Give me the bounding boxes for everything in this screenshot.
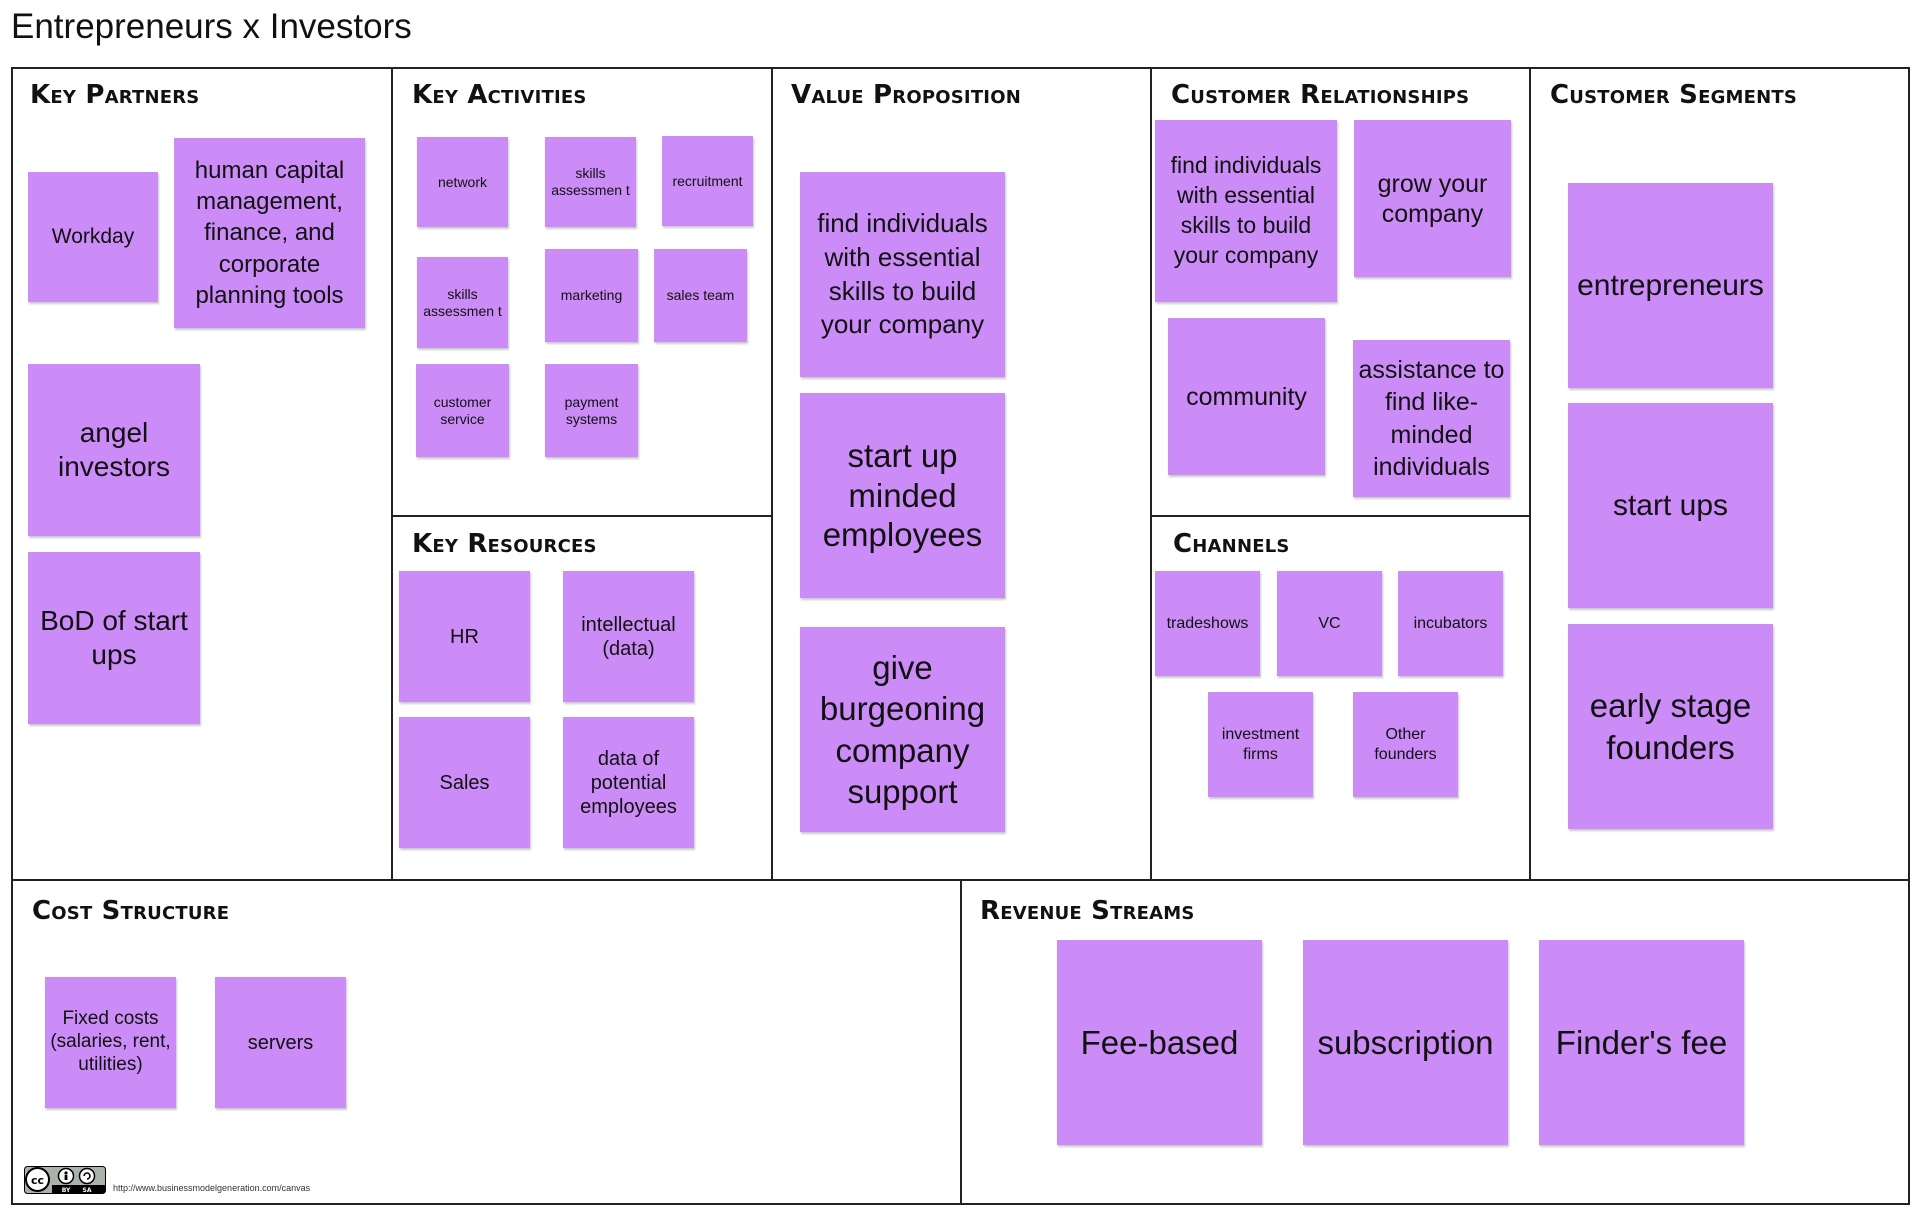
svg-text:cc: cc	[31, 1174, 44, 1187]
sticky-note[interactable]: data of potential employees	[563, 717, 694, 848]
sticky-note[interactable]: BoD of start ups	[28, 552, 200, 724]
sticky-note[interactable]: Other founders	[1353, 692, 1458, 797]
sticky-note[interactable]: subscription	[1303, 940, 1508, 1145]
sticky-note[interactable]: Finder's fee	[1539, 940, 1744, 1145]
sticky-note[interactable]: intellectual (data)	[563, 571, 694, 702]
sticky-note[interactable]: human capital management, finance, and c…	[174, 138, 365, 328]
sticky-note[interactable]: recruitment	[662, 136, 753, 226]
sticky-note[interactable]: servers	[215, 977, 346, 1108]
sticky-note[interactable]: customer service	[416, 364, 509, 457]
sticky-note[interactable]: Fee-based	[1057, 940, 1262, 1145]
sticky-note[interactable]: find individuals with essential skills t…	[1155, 120, 1337, 302]
sticky-note[interactable]: Fixed costs (salaries, rent, utilities)	[45, 977, 176, 1108]
channels-heading: Channels	[1173, 529, 1290, 559]
sticky-note[interactable]: Workday	[28, 172, 158, 302]
creative-commons-by-sa-icon: cc BY SA	[24, 1166, 106, 1194]
sticky-note[interactable]: give burgeoning company support	[800, 627, 1005, 832]
svg-text:SA: SA	[83, 1187, 92, 1194]
sticky-note[interactable]: sales team	[654, 249, 747, 342]
sticky-note[interactable]: find individuals with essential skills t…	[800, 172, 1005, 377]
cost-structure-heading: Cost Structure	[32, 896, 230, 926]
sticky-note[interactable]: skills assessmen t	[417, 257, 508, 348]
sticky-note[interactable]: incubators	[1398, 571, 1503, 676]
sticky-note[interactable]: start up minded employees	[800, 393, 1005, 598]
key-resources-heading: Key Resources	[412, 529, 597, 559]
sticky-note[interactable]: assistance to find like-minded individua…	[1353, 340, 1510, 497]
sticky-note[interactable]: VC	[1277, 571, 1382, 676]
sticky-note[interactable]: early stage founders	[1568, 624, 1773, 829]
sticky-note[interactable]: payment systems	[545, 364, 638, 457]
sticky-note[interactable]: Sales	[399, 717, 530, 848]
sticky-note[interactable]: community	[1168, 318, 1325, 475]
sticky-note[interactable]: start ups	[1568, 403, 1773, 608]
key-partners-heading: Key Partners	[30, 80, 200, 110]
revenue-streams-heading: Revenue Streams	[980, 896, 1195, 926]
sticky-note[interactable]: entrepreneurs	[1568, 183, 1773, 388]
value-proposition-heading: Value Proposition	[791, 80, 1021, 110]
canvas-url-link[interactable]: http://www.businessmodelgeneration.com/c…	[113, 1183, 311, 1193]
customer-relationships-heading: Customer Relationships	[1171, 80, 1470, 110]
sticky-note[interactable]: tradeshows	[1155, 571, 1260, 676]
sticky-note[interactable]: grow your company	[1354, 120, 1511, 277]
customer-segments-heading: Customer Segments	[1550, 80, 1798, 110]
svg-text:BY: BY	[62, 1187, 71, 1194]
sticky-note[interactable]: network	[417, 137, 508, 227]
page-title: Entrepreneurs x Investors	[11, 7, 412, 46]
sticky-note[interactable]: skills assessmen t	[545, 137, 636, 227]
sticky-note[interactable]: angel investors	[28, 364, 200, 536]
sticky-note[interactable]: investment firms	[1208, 692, 1313, 797]
sticky-note[interactable]: marketing	[545, 249, 638, 342]
sticky-note[interactable]: HR	[399, 571, 530, 702]
key-activities-heading: Key Activities	[412, 80, 587, 110]
